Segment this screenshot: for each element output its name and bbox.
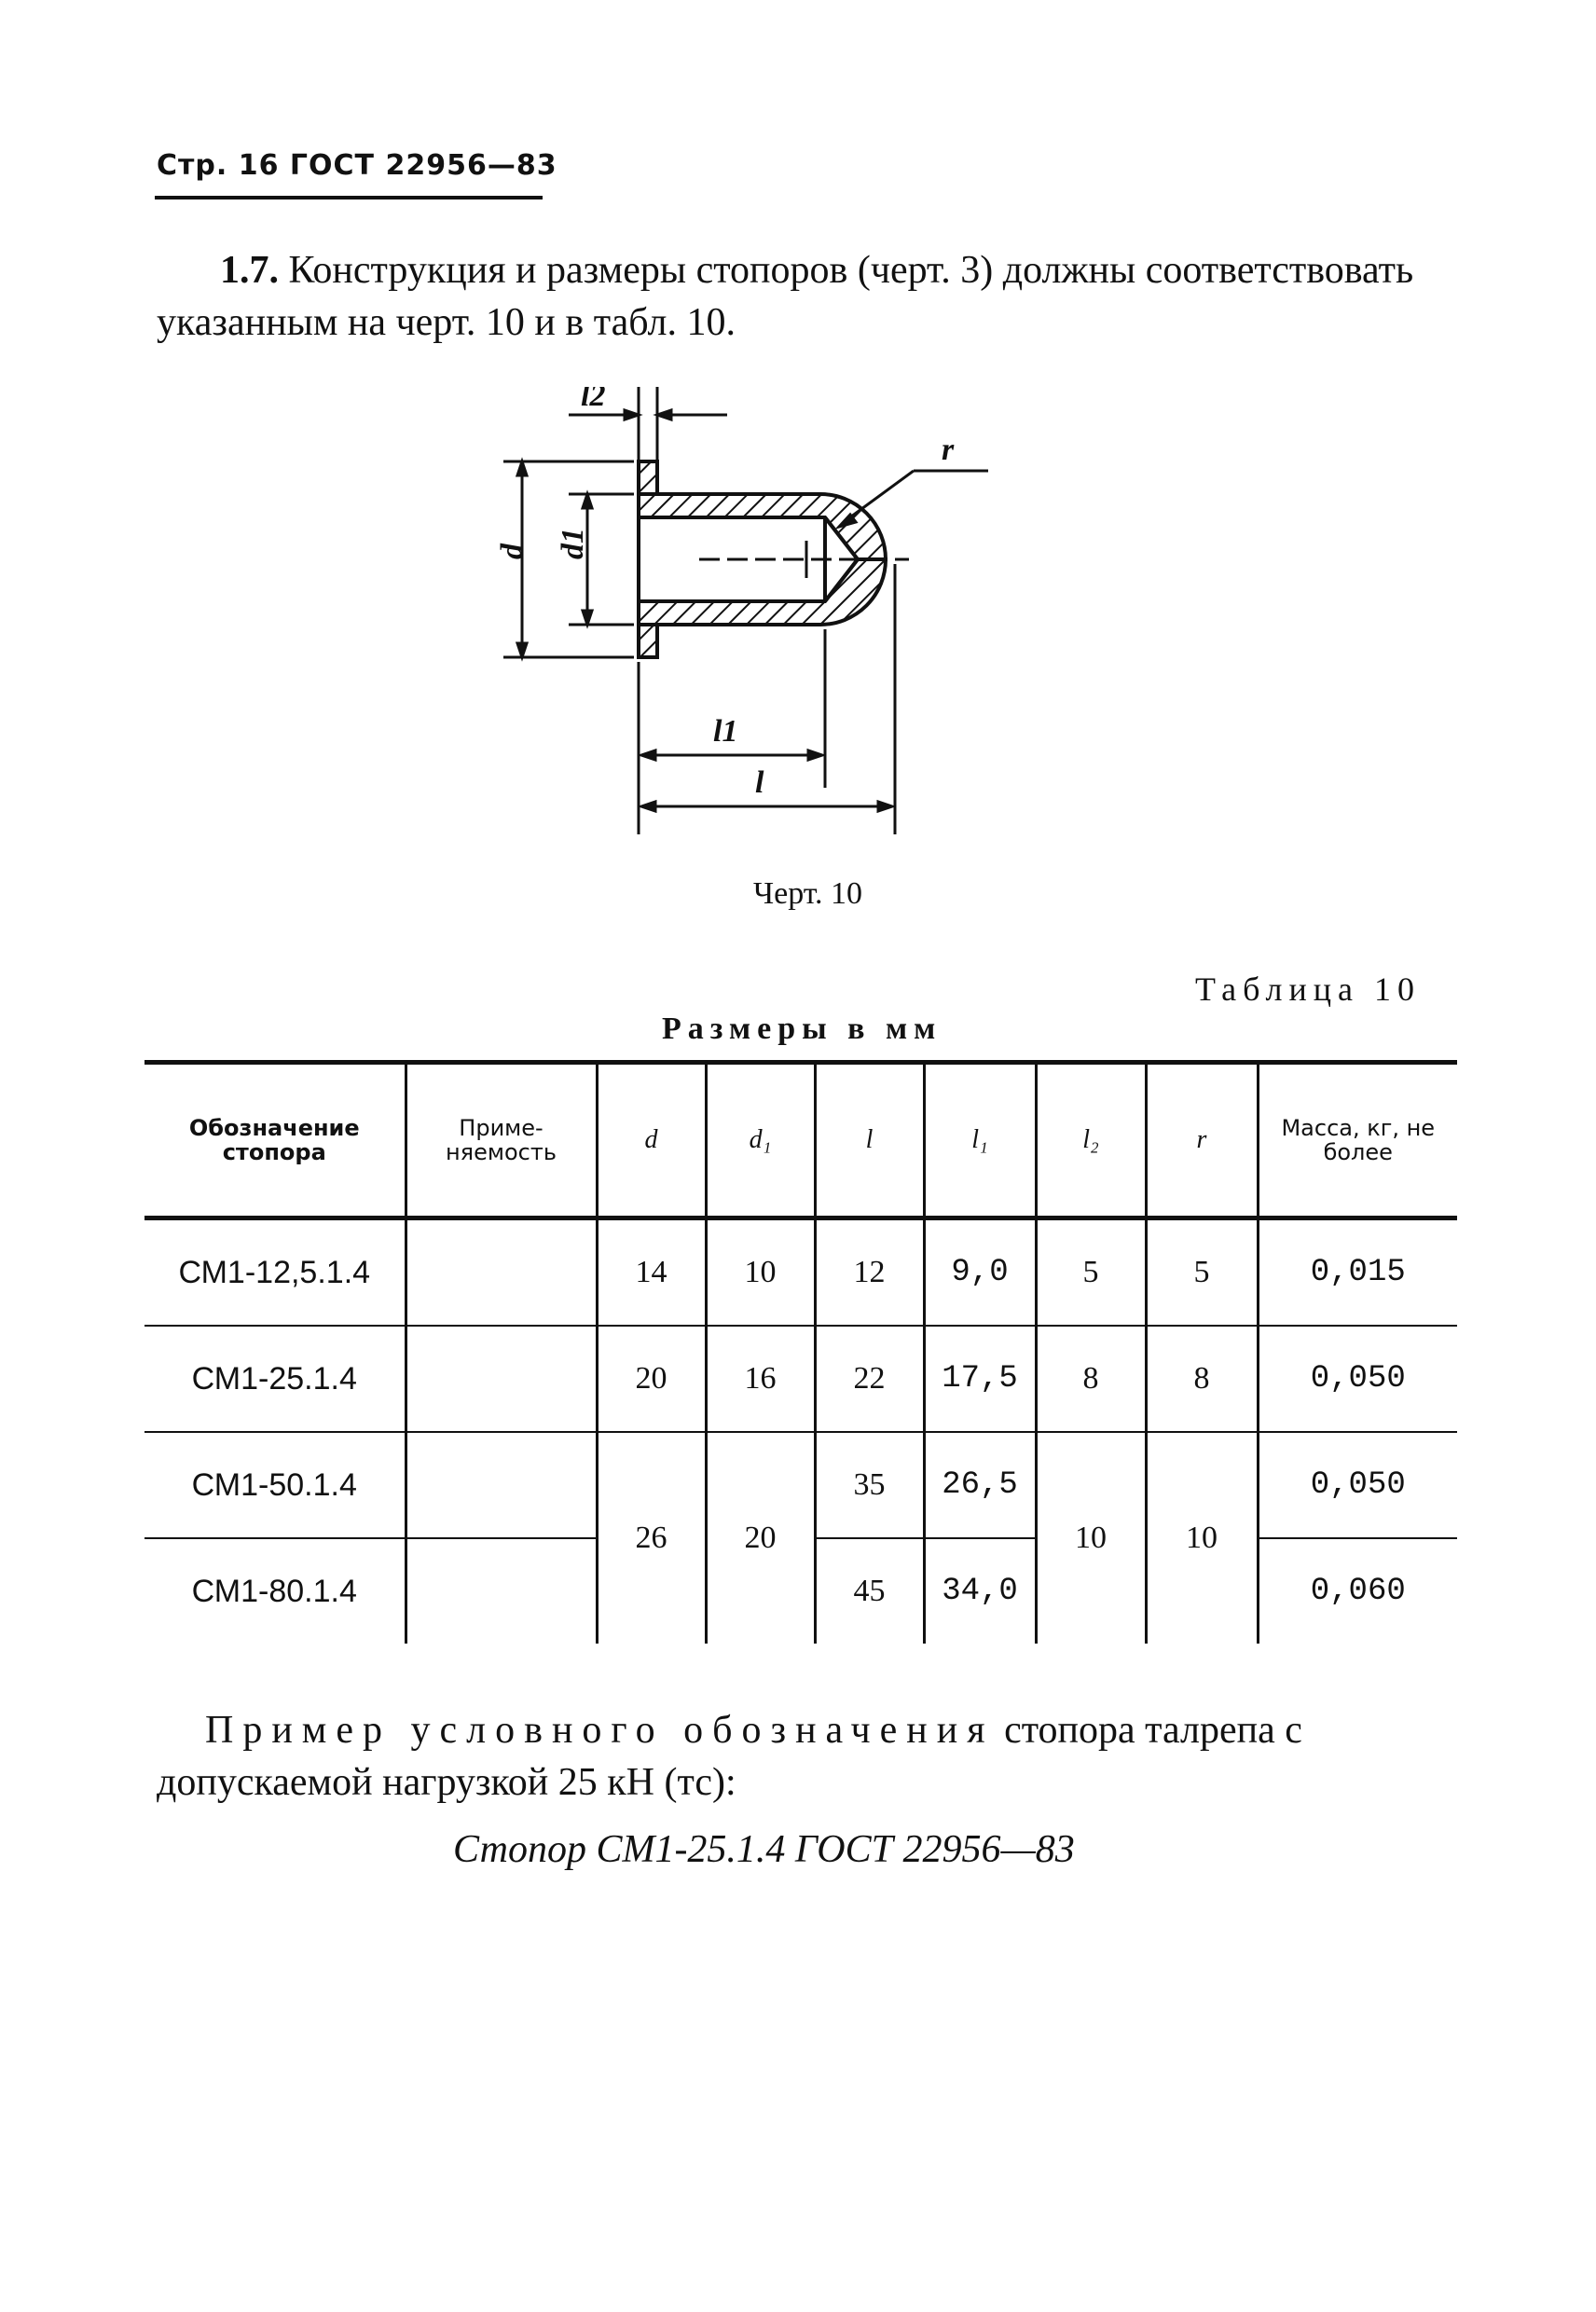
- label-r: r: [942, 433, 955, 467]
- cell-d1: 16: [704, 1326, 815, 1433]
- col-r: r: [1144, 1060, 1258, 1220]
- page-header: Стр. 16 ГОСТ 22956—83: [157, 149, 557, 182]
- cell-r: 8: [1144, 1326, 1258, 1433]
- table-row: СМ1-50.1.4 26 20 35 26,5 10 10 0,050: [144, 1432, 1457, 1644]
- cell-d1: 20: [704, 1432, 815, 1644]
- col-usage: Приме-няемость: [404, 1060, 597, 1220]
- cell-mass: 0,015: [1256, 1218, 1457, 1327]
- table-header-row: Обозначение стопора Приме-няемость d d₁ …: [144, 1060, 1457, 1220]
- section-paragraph: 1.7. Конструкция и размеры стопоров (чер…: [157, 244, 1462, 349]
- cell-designation: СМ1-25.1.4: [144, 1326, 406, 1433]
- cell-l1: 26,5: [922, 1432, 1036, 1539]
- stopper-drawing: l2 r d d1 l1 l: [495, 387, 988, 834]
- col-l1: l₁: [922, 1060, 1036, 1220]
- cell-l: 12: [813, 1218, 924, 1327]
- label-d1: d1: [556, 528, 590, 559]
- label-l1: l1: [713, 714, 737, 749]
- example-lead: Пример условного обозначения: [205, 1709, 995, 1752]
- table-subtitle: Размеры в мм: [662, 1012, 942, 1046]
- figure-caption: Черт. 10: [753, 876, 863, 911]
- dimensions-table: Обозначение стопора Приме-няемость d d₁ …: [144, 1060, 1457, 1644]
- cell-mass: 0,050: [1256, 1326, 1457, 1433]
- cell-usage: [404, 1218, 597, 1327]
- cell-l1: 9,0: [922, 1218, 1036, 1327]
- cell-l2: 5: [1034, 1218, 1146, 1327]
- cell-d1: 10: [704, 1218, 815, 1327]
- col-l: l: [813, 1060, 924, 1220]
- col-d: d: [595, 1060, 706, 1220]
- cell-mass: 0,060: [1256, 1538, 1457, 1644]
- col-d1: d₁: [704, 1060, 815, 1220]
- table-row: СМ1-25.1.4 20 16 22 17,5 8 8 0,050: [144, 1326, 1457, 1433]
- cell-usage: [404, 1538, 597, 1644]
- cell-l1: 34,0: [922, 1538, 1036, 1644]
- cell-designation: СМ1-80.1.4: [191, 1573, 357, 1609]
- label-d: d: [495, 543, 530, 559]
- table-title: Таблица 10: [1195, 970, 1421, 1008]
- col-mass: Масса, кг, не более: [1256, 1060, 1457, 1220]
- table-row: СМ1-12,5.1.4 14 10 12 9,0 5 5 0,015: [144, 1218, 1457, 1327]
- col-designation: Обозначение стопора: [144, 1060, 406, 1220]
- cell-l: 45: [813, 1538, 924, 1644]
- cell-d: 26: [595, 1432, 706, 1644]
- cell-l2: 10: [1034, 1432, 1146, 1644]
- cell-r: 5: [1144, 1218, 1258, 1327]
- cell-designation: СМ1-12,5.1.4: [144, 1218, 406, 1327]
- cell-r: 10: [1144, 1432, 1258, 1644]
- stopper-section: [637, 460, 909, 659]
- example-text: стопора талрепа с допускаемой нагрузкой …: [157, 1709, 1302, 1804]
- example-paragraph: Пример условного обозначения стопора тал…: [157, 1704, 1462, 1809]
- header-underline: [155, 196, 543, 200]
- label-l: l: [755, 765, 764, 800]
- cell-l: 35: [813, 1432, 924, 1539]
- section-text: Конструкция и размеры стопоров (черт. 3)…: [157, 249, 1414, 344]
- cell-usage: [404, 1326, 597, 1433]
- cell-mass: 0,050: [1256, 1432, 1457, 1539]
- label-l2: l2: [581, 387, 605, 413]
- cell-l1: 17,5: [922, 1326, 1036, 1433]
- section-number: 1.7.: [220, 249, 279, 292]
- dimension-lines: [503, 387, 988, 834]
- table-row: СМ1-80.1.4 45 34,0 0,060: [144, 1538, 1457, 1644]
- cell-usage: [404, 1432, 597, 1539]
- cell-l: 22: [813, 1326, 924, 1433]
- cell-l2: 8: [1034, 1326, 1146, 1433]
- col-l2: l₂: [1034, 1060, 1146, 1220]
- cell-d: 20: [595, 1326, 706, 1433]
- example-designation: Стопор СМ1-25.1.4 ГОСТ 22956—83: [453, 1828, 1075, 1871]
- cell-d: 14: [595, 1218, 706, 1327]
- cell-designation: СМ1-50.1.4: [144, 1432, 406, 1539]
